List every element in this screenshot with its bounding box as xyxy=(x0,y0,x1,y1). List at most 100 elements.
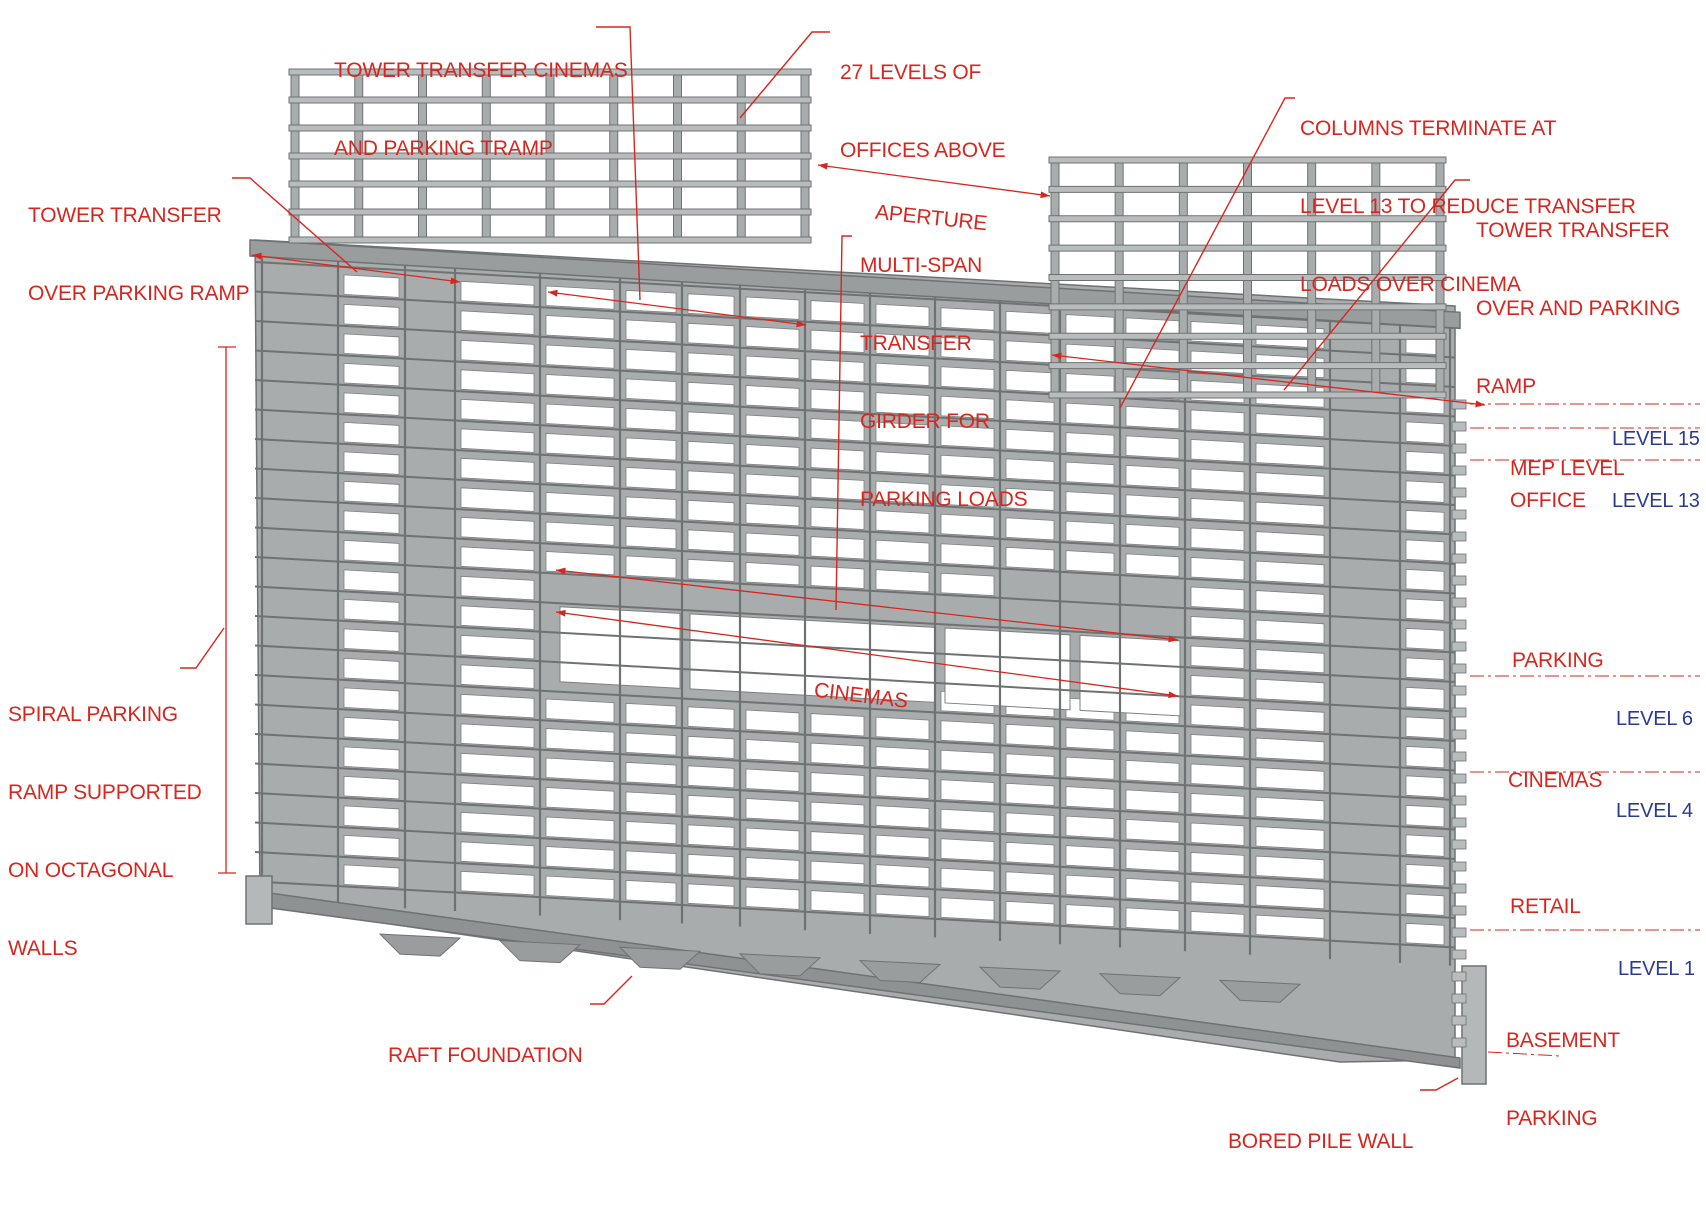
window-bay xyxy=(1190,822,1245,846)
window-bay xyxy=(1255,737,1325,762)
zone-retail: RETAIL xyxy=(1510,895,1581,918)
window-bay xyxy=(940,395,995,420)
window-bay xyxy=(875,834,930,858)
window-bay xyxy=(810,388,865,412)
window-bay xyxy=(875,421,930,445)
window-bay xyxy=(687,883,735,907)
window-bay xyxy=(625,378,677,402)
window-bay xyxy=(1255,531,1325,556)
window-bay xyxy=(875,746,930,770)
window-bay xyxy=(343,864,400,888)
window-bay xyxy=(1125,494,1180,518)
window-bay xyxy=(1005,487,1055,511)
window-bay xyxy=(1190,439,1245,463)
edge-fin xyxy=(1451,443,1467,454)
window-bay xyxy=(1065,550,1115,574)
window-bay xyxy=(625,348,677,373)
concrete-structure-frame xyxy=(245,68,1487,1085)
window-bay xyxy=(875,480,930,504)
edge-fin xyxy=(1451,795,1467,806)
edge-fin xyxy=(1451,553,1467,564)
window-bay xyxy=(940,454,995,479)
window-bay xyxy=(745,798,800,822)
window-bay xyxy=(343,303,400,328)
window-bay xyxy=(1255,590,1325,615)
arrow-aperture-arrowhead xyxy=(1040,191,1050,199)
window-bay xyxy=(1255,885,1325,910)
label-offices-above: 27 LEVELS OF OFFICES ABOVE xyxy=(840,61,1006,162)
tower-floor xyxy=(1048,185,1447,193)
window-bay xyxy=(940,749,995,774)
edge-fin xyxy=(1451,575,1467,586)
tower-floor xyxy=(1048,303,1447,311)
leader-tower-transfer-parking-right xyxy=(1283,179,1470,391)
window-bay xyxy=(875,362,930,386)
window-bay xyxy=(1065,845,1115,869)
window-bay xyxy=(745,473,800,497)
edge-fin xyxy=(1451,839,1467,850)
edge-fin xyxy=(1451,905,1467,916)
window-bay xyxy=(745,857,800,881)
window-bay xyxy=(1190,763,1245,787)
window-bay xyxy=(1005,458,1055,482)
tower-floor xyxy=(288,68,812,76)
window-bay xyxy=(625,732,677,756)
window-bay xyxy=(343,362,400,387)
window-bay xyxy=(1190,468,1245,492)
window-bay xyxy=(625,525,677,550)
window-bay xyxy=(810,742,865,766)
window-bay xyxy=(875,805,930,829)
window-bay xyxy=(343,333,400,357)
window-bay xyxy=(343,628,400,652)
window-bay xyxy=(875,716,930,740)
window-bay xyxy=(1190,852,1245,876)
window-bay xyxy=(687,440,735,464)
window-bay xyxy=(1190,793,1245,817)
window-bay xyxy=(343,775,400,800)
edge-fin xyxy=(1451,751,1467,762)
window-bay xyxy=(745,886,800,910)
pile-cap xyxy=(378,933,462,957)
window-bay xyxy=(1255,826,1325,851)
window-bay xyxy=(460,605,535,630)
edge-fin xyxy=(1451,993,1467,1004)
window-bay xyxy=(1125,818,1180,843)
window-bay xyxy=(343,539,400,564)
window-bay xyxy=(1405,627,1445,651)
window-bay xyxy=(1005,723,1055,747)
window-bay xyxy=(687,765,735,789)
window-bay xyxy=(745,739,800,763)
window-bay xyxy=(940,838,995,862)
edge-fin xyxy=(1451,707,1467,718)
window-bay xyxy=(460,457,535,483)
window-bay xyxy=(1005,782,1055,806)
label-cinemas-center: CINEMAS xyxy=(812,678,910,713)
leader-spiral-ramp xyxy=(180,627,225,669)
edge-fin xyxy=(1451,399,1467,410)
label-columns-terminate: COLUMNS TERMINATE AT LEVEL 13 TO REDUCE … xyxy=(1300,117,1636,296)
window-bay xyxy=(1405,598,1445,621)
window-bay xyxy=(1405,863,1445,887)
window-bay xyxy=(1005,900,1055,924)
level-6-marker: LEVEL 6 xyxy=(1616,708,1693,730)
window-bay xyxy=(810,329,865,353)
window-bay xyxy=(460,811,535,837)
tower-floor xyxy=(1048,156,1447,164)
window-bay xyxy=(1405,509,1445,533)
window-bay xyxy=(460,339,535,365)
level-13-marker: LEVEL 13 xyxy=(1612,490,1700,512)
label-spiral-ramp: SPIRAL PARKING RAMP SUPPORTED ON OCTAGON… xyxy=(8,703,202,960)
window-bay xyxy=(1190,881,1245,905)
pile-cap xyxy=(858,959,942,983)
tower-floor xyxy=(1048,274,1447,281)
window-bay xyxy=(940,543,995,567)
window-bay xyxy=(1190,616,1245,640)
window-bay xyxy=(545,787,615,812)
window-bay xyxy=(940,572,995,597)
leader-offices-above xyxy=(739,31,830,119)
window-bay xyxy=(343,451,400,475)
edge-fin xyxy=(1451,773,1467,784)
window-bay xyxy=(1255,914,1325,939)
window-bay xyxy=(1065,432,1115,456)
zone-cinemas: CINEMAS xyxy=(1508,769,1603,792)
